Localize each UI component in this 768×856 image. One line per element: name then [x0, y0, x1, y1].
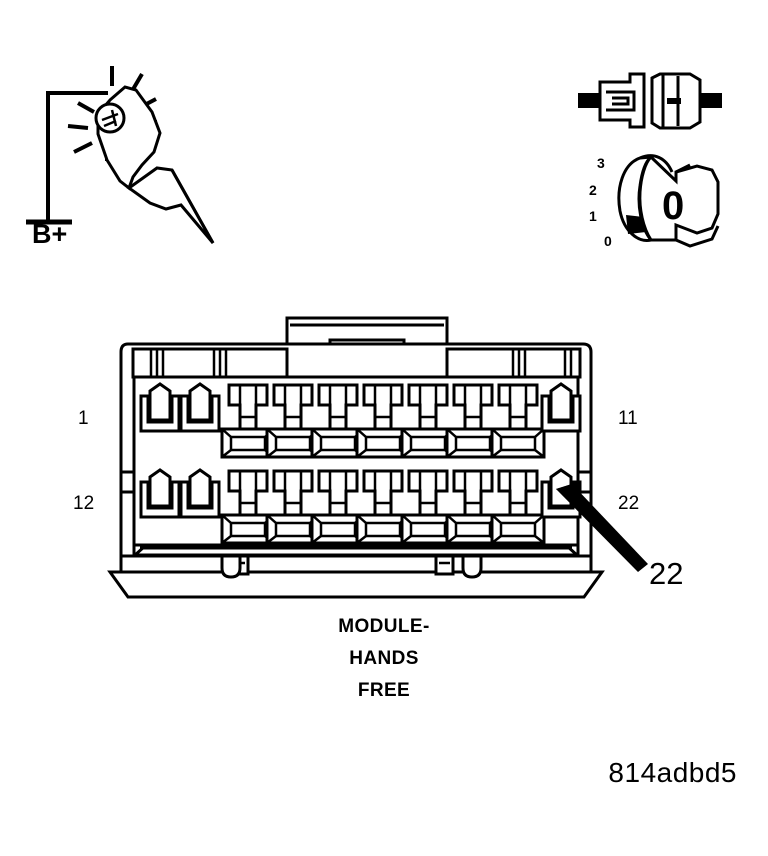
disconnect-connector-icon — [578, 72, 722, 130]
cavity-2 — [179, 382, 221, 433]
probe-body — [94, 85, 162, 191]
cavity-row-bottom — [139, 468, 582, 545]
cavity-9 — [490, 383, 546, 459]
cavity-3 — [220, 383, 276, 459]
cavity-17 — [355, 469, 411, 545]
connector-bottom-skirt — [107, 543, 605, 599]
caption-line-2: HANDS — [349, 648, 419, 669]
probe-tip — [126, 166, 215, 244]
callout-label: 22 — [649, 556, 683, 591]
pin-label-11: 11 — [618, 408, 638, 429]
caption-line-3: FREE — [358, 680, 410, 701]
key-position-marker — [626, 215, 646, 234]
side-notch-left — [119, 470, 136, 494]
cavity-16 — [310, 469, 366, 545]
pin-label-12: 12 — [73, 493, 94, 514]
key-position-3: 3 — [597, 155, 605, 171]
pin-22-callout: 22 — [556, 481, 683, 591]
callout-arrowhead — [556, 481, 581, 505]
component-caption: MODULE- HANDS FREE — [338, 616, 429, 701]
shoulder-ribs-right — [511, 350, 573, 377]
cavity-4 — [265, 383, 321, 459]
cavity-13 — [179, 468, 221, 519]
cavity-1 — [139, 382, 181, 433]
ground-bracket-icon — [26, 91, 108, 225]
b-plus-label: B+ — [32, 219, 67, 249]
cavity-5 — [310, 383, 366, 459]
module-hands-free-connector: 1 11 12 22 — [73, 316, 639, 599]
ignition-key-switch: 3 2 1 0 0 — [589, 154, 720, 249]
key-position-1: 1 — [589, 208, 597, 224]
cavity-11 — [540, 382, 582, 433]
cavity-20 — [490, 469, 546, 545]
cavity-19 — [445, 469, 501, 545]
cavity-12 — [139, 468, 181, 519]
lamp-filament-icon — [101, 109, 119, 128]
left-wire-stub — [578, 93, 600, 108]
right-wire-stub — [700, 93, 722, 108]
connector-plug-icon — [598, 72, 646, 129]
pin-label-22: 22 — [618, 493, 639, 514]
caption-line-1: MODULE- — [338, 616, 429, 637]
key-position-0: 0 — [604, 233, 612, 249]
shoulder-ribs-left — [149, 350, 228, 377]
figure-id-label: 814adbd5 — [608, 757, 737, 788]
key-face-label: 0 — [662, 184, 684, 228]
pin-label-1: 1 — [78, 408, 89, 429]
cavity-row-top — [139, 382, 582, 459]
key-position-2: 2 — [589, 182, 597, 198]
cavity-15 — [265, 469, 321, 545]
test-light-probe-group: B+ — [26, 66, 215, 249]
cavity-8 — [445, 383, 501, 459]
callout-leader-line — [556, 484, 648, 572]
